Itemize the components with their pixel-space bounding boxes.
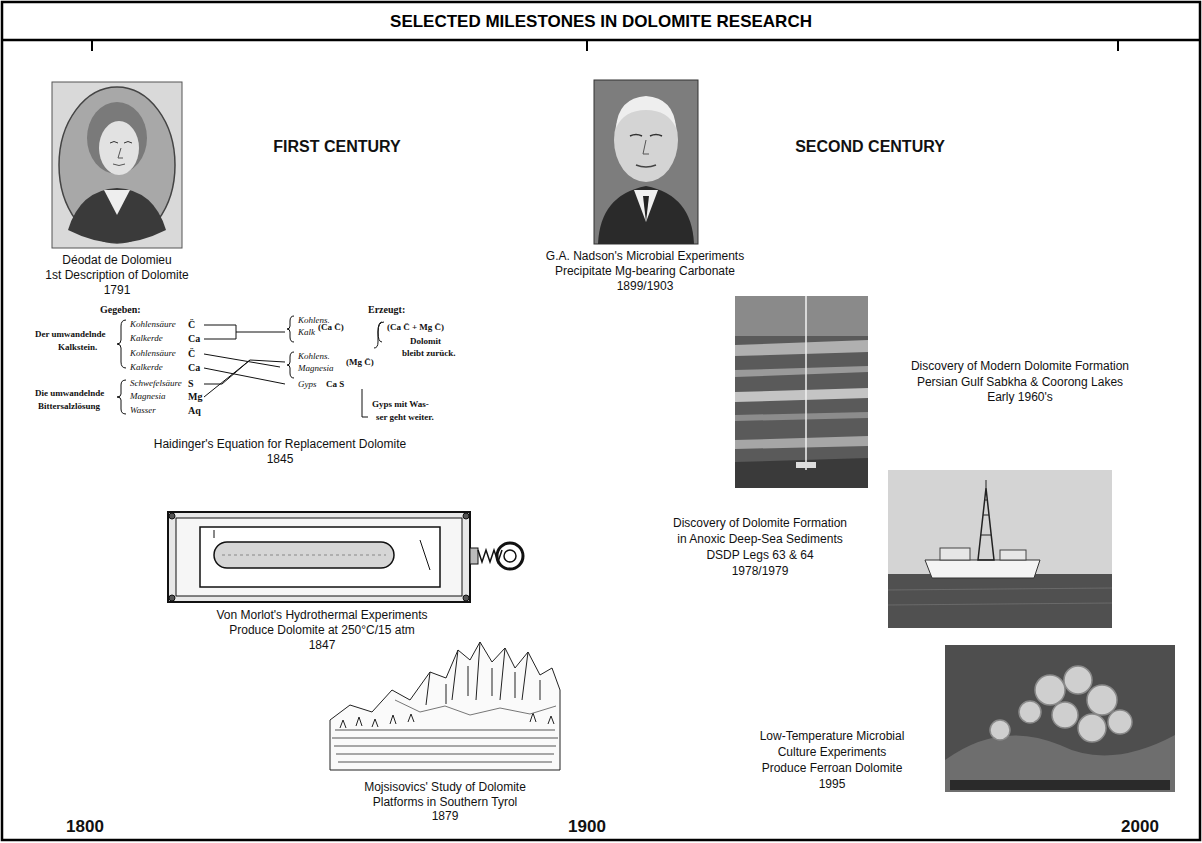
morlot-apparatus: [168, 512, 523, 602]
equation-heading: Erzeugt:: [368, 305, 405, 315]
caption-line: G.A. Nadson's Microbial Experiments: [546, 250, 744, 262]
caption-line: Haidinger's Equation for Replacement Dol…: [154, 438, 406, 450]
caption-line: Produce Ferroan Dolomite: [762, 762, 903, 774]
equation-text: Kalkerde: [130, 363, 163, 372]
chemical-formula: (Ca C̈): [318, 323, 344, 332]
equation-text: Kalkstein.: [58, 343, 97, 352]
caption-line: Déodat de Dolomieu: [62, 254, 171, 266]
equation-text: Kohlens.: [298, 352, 330, 361]
sem-micrograph: [945, 645, 1175, 792]
equation-text: Die umwandelnde: [35, 389, 104, 398]
chemical-symbol: C̈: [188, 320, 195, 330]
dolomieu-portrait: [52, 82, 182, 248]
equation-text: ser geht weiter.: [376, 413, 434, 422]
equation-text: Gyps: [298, 380, 317, 389]
caption-year: 1978/1979: [732, 565, 789, 577]
equation-text: Kohlensäure: [130, 349, 176, 358]
nadson-portrait: [594, 80, 698, 244]
caption-year: Early 1960's: [987, 391, 1053, 403]
caption-line: Persian Gulf Sabkha & Coorong Lakes: [917, 376, 1123, 388]
equation-text: Dolomit: [410, 337, 441, 346]
chemical-formula: (Ca C̈ + Mg C̈): [387, 323, 444, 332]
title-rule: [2, 39, 1200, 42]
equation-text: bleibt zurück.: [402, 349, 456, 358]
chemical-symbol: S⃛: [188, 379, 201, 389]
caption-year: 1845: [267, 453, 294, 465]
caption-line: Culture Experiments: [778, 746, 887, 758]
caption-line: Produce Dolomite at 250°C/15 atm: [229, 624, 415, 636]
caption-year: 1847: [309, 639, 336, 651]
chemical-symbol: C̈: [188, 349, 195, 359]
chemical-symbol: Ca: [188, 334, 200, 344]
equation-text: Wasser: [130, 406, 156, 415]
equation-text: Bittersalzlösung: [38, 402, 100, 411]
caption-line: DSDP Legs 63 & 64: [706, 549, 813, 561]
caption-line: Precipitate Mg-bearing Carbonate: [555, 265, 735, 277]
chemical-symbol: Ca: [188, 363, 200, 373]
equation-heading: Gegeben:: [100, 305, 141, 315]
caption-line: Low-Temperature Microbial: [760, 730, 905, 742]
axis-year: 1900: [568, 818, 606, 835]
century-ticks: [92, 40, 1118, 51]
equation-lines: [117, 316, 384, 417]
chemical-symbol: Aq: [188, 406, 201, 416]
caption-year: 1791: [104, 284, 131, 296]
equation-text: Kalk: [298, 328, 315, 337]
caption-year: 1899/1903: [617, 280, 674, 292]
equation-text: Schwefelsäure: [130, 379, 182, 388]
equation-text: Magnesia: [130, 392, 166, 401]
drillship-photo: [888, 470, 1112, 628]
sabkha-photo: [735, 296, 868, 488]
caption-line: Platforms in Southern Tyrol: [373, 796, 518, 808]
chemical-symbol: Mg: [188, 392, 202, 402]
caption-line: in Anoxic Deep-Sea Sediments: [677, 533, 842, 545]
equation-text: Der umwandelnde: [35, 330, 106, 339]
equation-text: Gyps mit Was-: [372, 400, 429, 409]
caption-line: Von Morlot's Hydrothermal Experiments: [216, 609, 427, 621]
chemical-formula: (Mg C̈): [346, 358, 374, 367]
equation-text: Kohlensäure: [130, 320, 176, 329]
century-heading: SECOND CENTURY: [795, 139, 945, 155]
caption-line: Discovery of Modern Dolomite Formation: [911, 360, 1129, 372]
chemical-formula: Ca S⃛: [326, 380, 351, 389]
axis-year: 2000: [1121, 818, 1159, 835]
dolomite-mountains: [330, 642, 560, 770]
title: SELECTED MILESTONES IN DOLOMITE RESEARCH: [0, 3, 1202, 40]
caption-line: 1st Description of Dolomite: [45, 269, 188, 281]
caption-year: 1879: [432, 810, 459, 822]
equation-text: Kalkerde: [130, 334, 163, 343]
century-heading: FIRST CENTURY: [273, 139, 400, 155]
equation-text: Magnesia: [298, 364, 334, 373]
caption-line: Discovery of Dolomite Formation: [673, 517, 847, 529]
caption-year: 1995: [819, 778, 846, 790]
caption-line: Mojsisovics' Study of Dolomite: [364, 781, 526, 793]
axis-year: 1800: [66, 818, 104, 835]
